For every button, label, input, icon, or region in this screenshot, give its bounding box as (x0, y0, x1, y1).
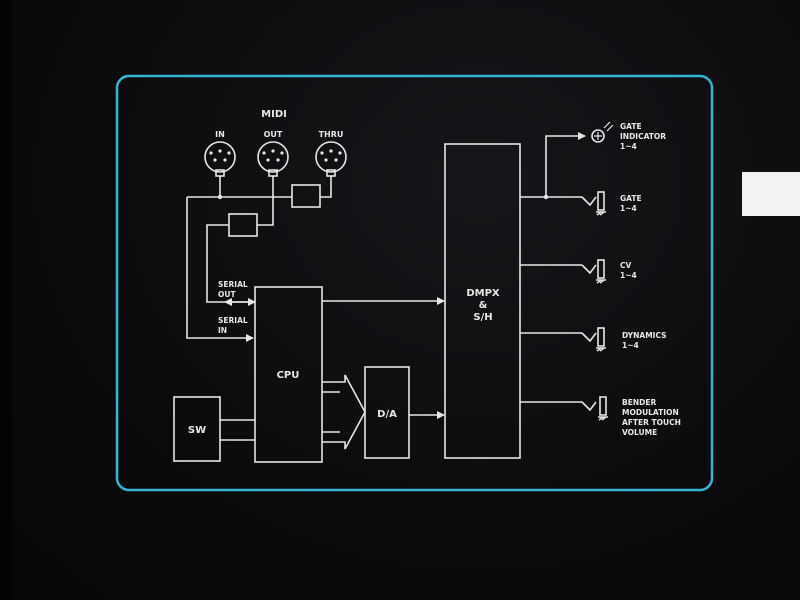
gate-indicator-led-icon (591, 121, 614, 143)
output-wiring (520, 132, 586, 403)
bender-label: BENDER (622, 398, 656, 407)
gate-label-2: 1~4 (620, 204, 637, 213)
midi-title: MIDI (261, 109, 287, 120)
sw-to-cpu-bus (220, 419, 255, 441)
sw-label: SW (188, 425, 206, 436)
gate-indicator-label-2: INDICATOR (620, 132, 666, 141)
gate-label-1: GATE (620, 194, 642, 203)
serial-in-arrow (186, 197, 254, 342)
modulation-label: MODULATION (622, 408, 679, 417)
cpu-label: CPU (277, 370, 300, 381)
midi-thru-connector (315, 141, 347, 177)
sw-block (173, 396, 221, 462)
serial-out-label-1: SERIAL (218, 280, 248, 289)
volume-label: VOLUME (622, 428, 657, 437)
cv-jack-icon (581, 259, 606, 284)
gate-indicator-label-3: 1~4 (620, 142, 637, 151)
diagram-frame (115, 74, 714, 492)
sh-label: S/H (473, 312, 492, 323)
dynamics-label-2: 1~4 (622, 341, 639, 350)
after-touch-label: AFTER TOUCH (622, 418, 681, 427)
panel-left-edge (0, 0, 12, 600)
dmpx-ampersand-label: & (479, 300, 488, 311)
midi-wiring (187, 176, 332, 306)
midi-thru-label: THRU (319, 130, 344, 139)
cv-label-2: 1~4 (620, 271, 637, 280)
midi-out-label: OUT (264, 130, 283, 139)
dynamics-jack-icon (581, 327, 606, 352)
thru-buffer-box (291, 184, 321, 208)
da-block (364, 366, 410, 459)
midi-out-connector (257, 141, 289, 177)
dynamics-label-1: DYNAMICS (622, 331, 667, 340)
white-edge-tab (742, 172, 800, 216)
dmpx-sh-block (444, 143, 521, 459)
bus-arrow-inner (322, 391, 340, 433)
out-buffer-box (228, 213, 258, 237)
gate-indicator-label-1: GATE (620, 122, 642, 131)
misc-jack-icon (581, 396, 608, 421)
cv-label-1: CV (620, 261, 632, 270)
midi-in-label: IN (215, 130, 225, 139)
midi-in-connector (204, 141, 236, 177)
gate-jack-icon (581, 191, 606, 216)
cpu-block (254, 286, 323, 463)
cpu-to-da-bus-arrow (322, 374, 366, 450)
serial-in-label-2: IN (218, 326, 227, 335)
serial-out-label-2: OUT (218, 290, 236, 299)
da-label: D/A (377, 409, 397, 420)
serial-in-label-1: SERIAL (218, 316, 248, 325)
dmpx-label: DMPX (466, 288, 500, 299)
